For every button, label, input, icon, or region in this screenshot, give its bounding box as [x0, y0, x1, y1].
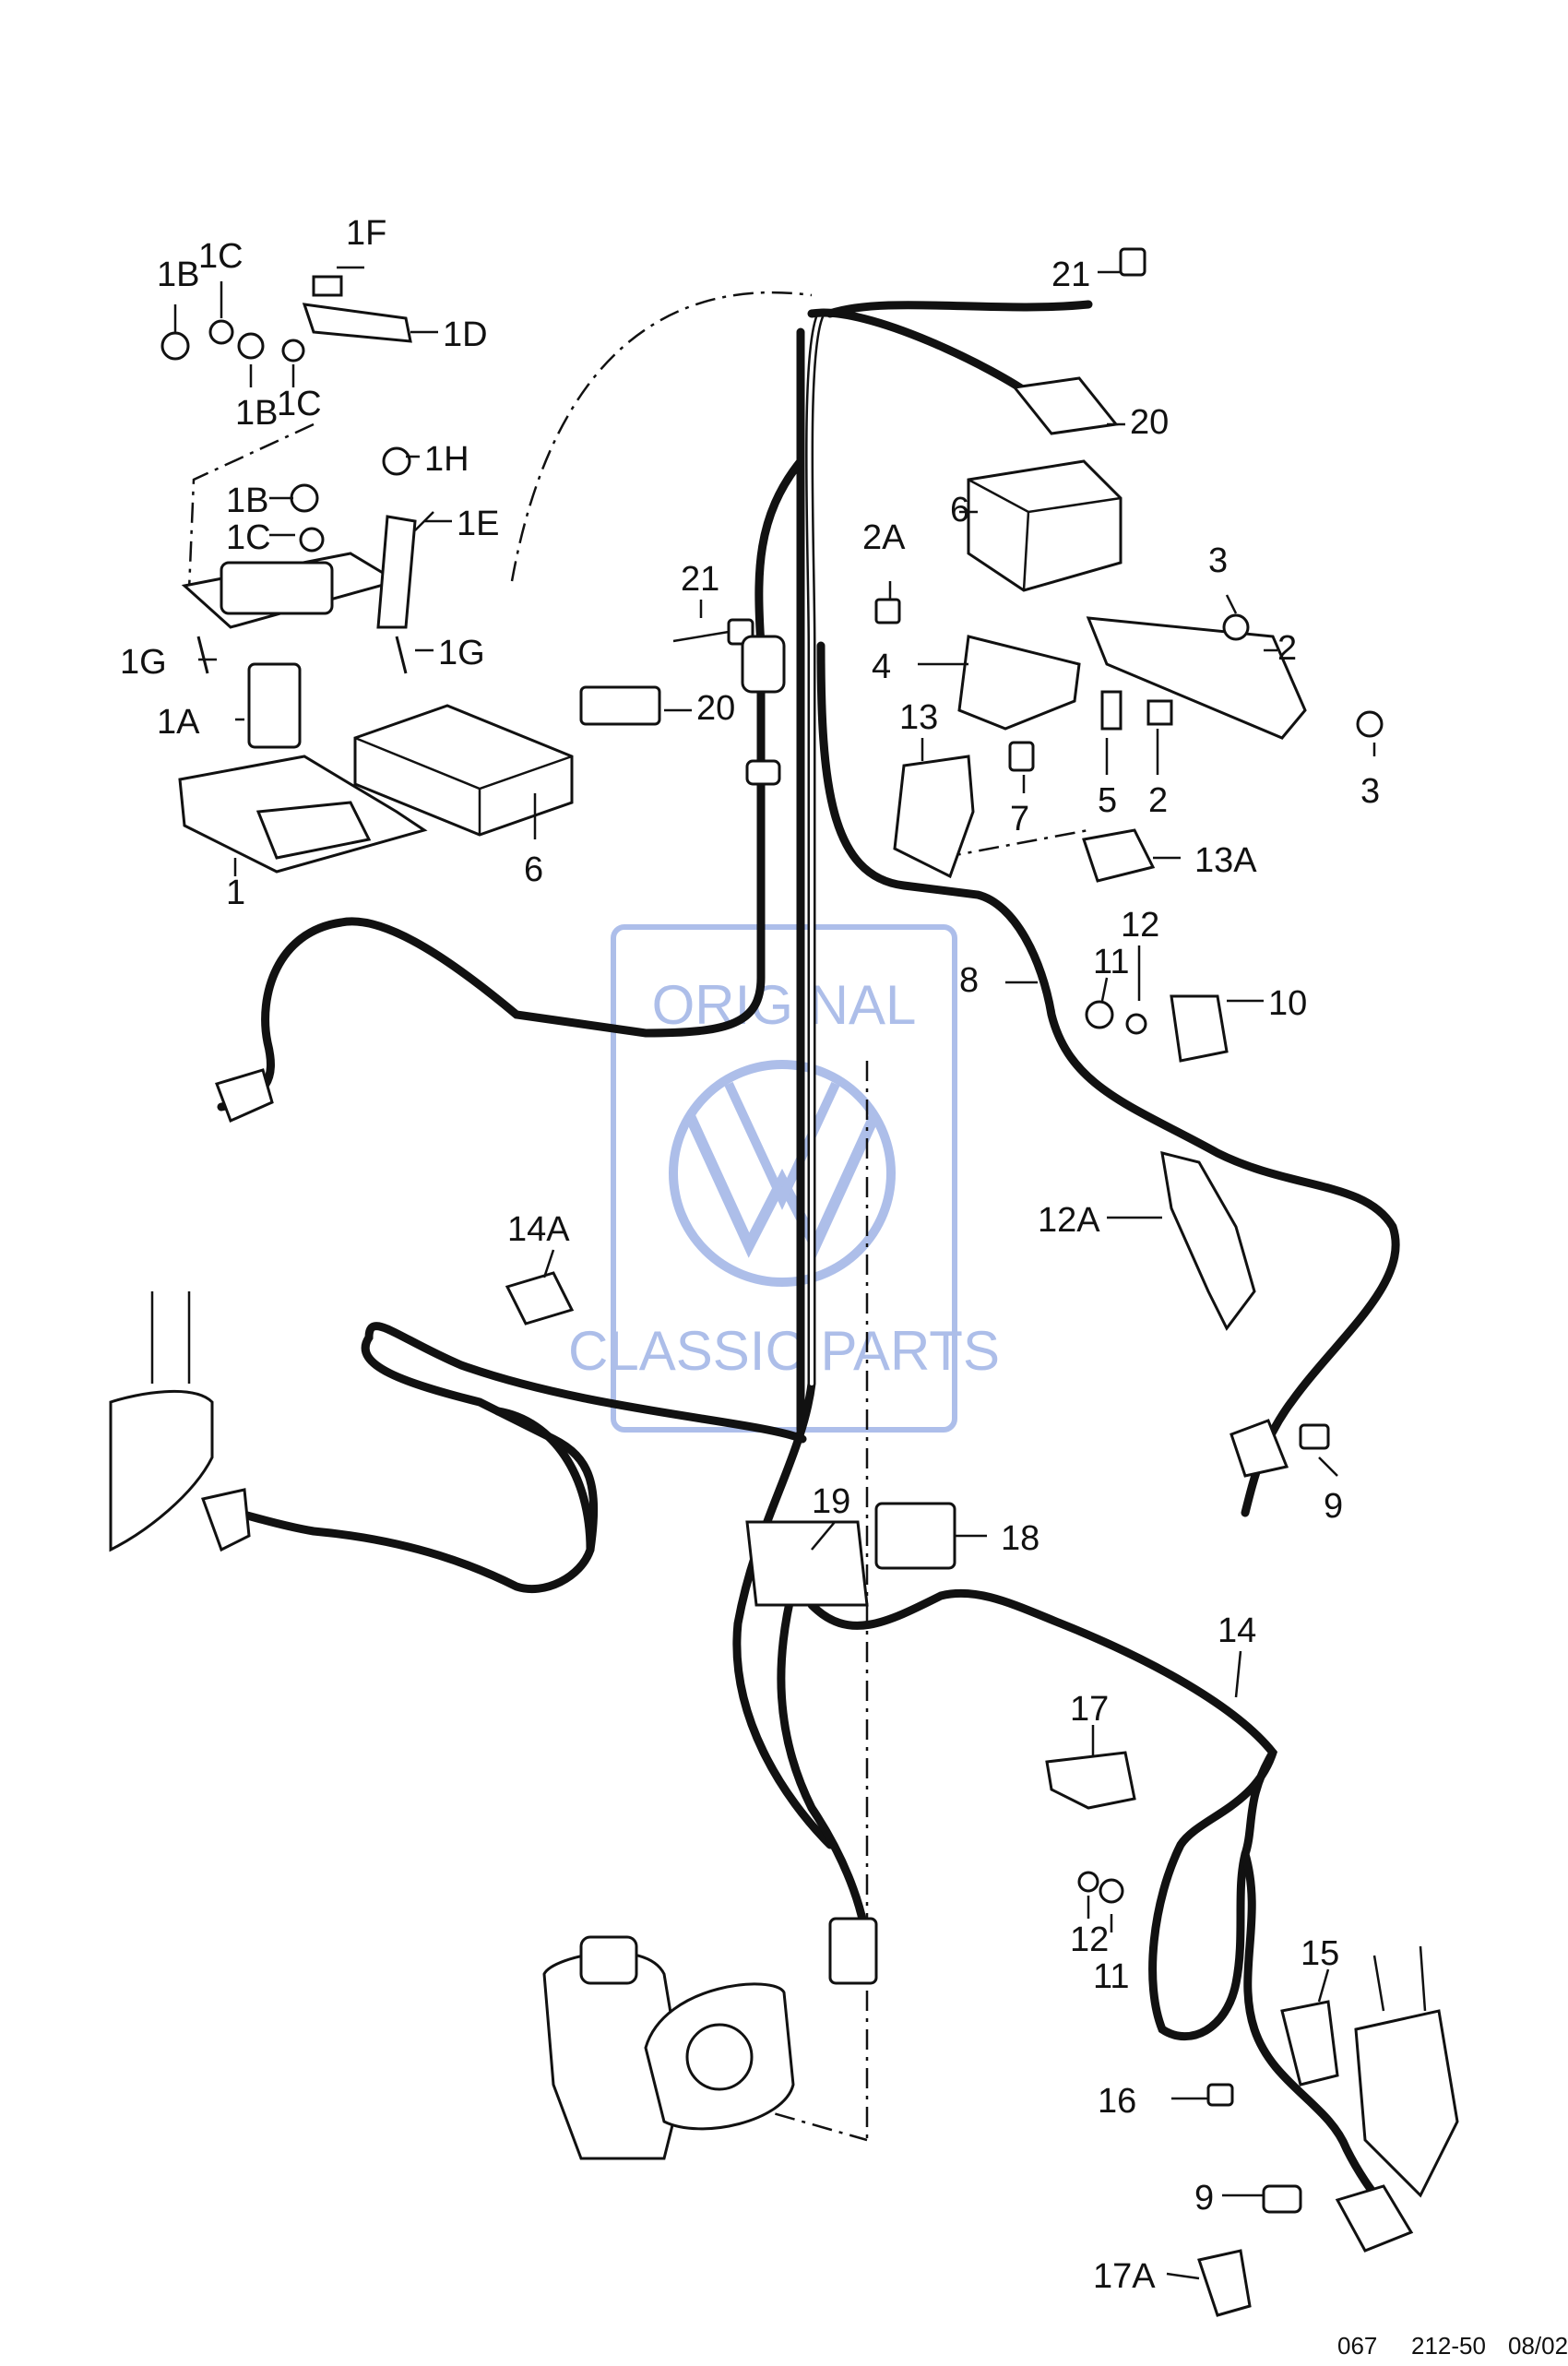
label-16: 16 — [1098, 2082, 1136, 2121]
label-17: 17 — [1070, 1690, 1109, 1729]
label-8: 8 — [959, 961, 979, 1000]
label-1C-mid: 1C — [277, 385, 322, 423]
label-1G-left: 1G — [120, 643, 167, 682]
label-2-right: 2 — [1277, 629, 1297, 668]
footer: 067 212-50 08/02 — [1337, 2332, 1568, 2360]
label-1B-mid: 1B — [235, 394, 278, 433]
label-9-low: 9 — [1194, 2179, 1214, 2217]
components — [109, 247, 1459, 2317]
label-11-low: 11 — [1093, 1957, 1129, 1996]
label-1E: 1E — [457, 505, 499, 543]
label-14: 14 — [1218, 1611, 1256, 1650]
label-2-low: 2 — [1148, 781, 1168, 820]
label-3-low: 3 — [1360, 772, 1380, 811]
label-1B-top: 1B — [157, 256, 199, 294]
watermark-top-text: ORIGINAL — [652, 974, 917, 1036]
label-20-left: 20 — [696, 689, 735, 728]
label-12-top: 12 — [1121, 906, 1159, 945]
wiring-harness — [208, 300, 1407, 2237]
label-13A: 13A — [1194, 841, 1257, 880]
label-11-top: 11 — [1093, 943, 1129, 981]
label-20-top: 20 — [1130, 403, 1169, 442]
footer-code-2: 212-50 — [1411, 2332, 1486, 2360]
leader-lines — [173, 266, 1376, 2280]
watermark: ORIGINAL CLASSIC PARTS — [568, 924, 1000, 1433]
label-1C-top: 1C — [198, 237, 244, 276]
label-13: 13 — [899, 698, 938, 737]
label-1: 1 — [226, 874, 245, 912]
label-9-mid: 9 — [1324, 1487, 1343, 1526]
label-21-mid: 21 — [681, 560, 719, 599]
label-1H: 1H — [424, 440, 469, 479]
label-7: 7 — [1010, 800, 1029, 838]
label-1A: 1A — [157, 703, 200, 742]
label-21-top: 21 — [1051, 256, 1090, 294]
callout-labels: 1F 1C 1B 1D 1B 1C 1H 1E 1B 1C 1G 1G 1A 1… — [120, 214, 1380, 2296]
label-17A: 17A — [1093, 2257, 1156, 2296]
label-1D: 1D — [443, 315, 488, 354]
label-12-low: 12 — [1070, 1920, 1109, 1959]
label-1C-low: 1C — [226, 518, 271, 557]
watermark-bottom-text: CLASSIC PARTS — [568, 1320, 1000, 1382]
label-1F: 1F — [346, 214, 386, 253]
label-18: 18 — [1001, 1519, 1039, 1558]
label-1B-low: 1B — [226, 482, 268, 520]
label-4: 4 — [872, 648, 891, 686]
label-3-top: 3 — [1208, 541, 1228, 580]
label-5: 5 — [1098, 781, 1117, 820]
label-2A: 2A — [862, 518, 906, 557]
label-1G-right: 1G — [438, 634, 485, 672]
label-12A: 12A — [1038, 1201, 1100, 1240]
label-10: 10 — [1268, 984, 1307, 1023]
label-15: 15 — [1301, 1934, 1339, 1973]
footer-date: 08/02 — [1508, 2332, 1568, 2360]
label-6-right: 6 — [950, 491, 969, 529]
label-19: 19 — [812, 1482, 850, 1521]
footer-code-1: 067 — [1337, 2332, 1377, 2360]
label-14A: 14A — [507, 1210, 570, 1249]
label-6-left: 6 — [524, 850, 543, 889]
